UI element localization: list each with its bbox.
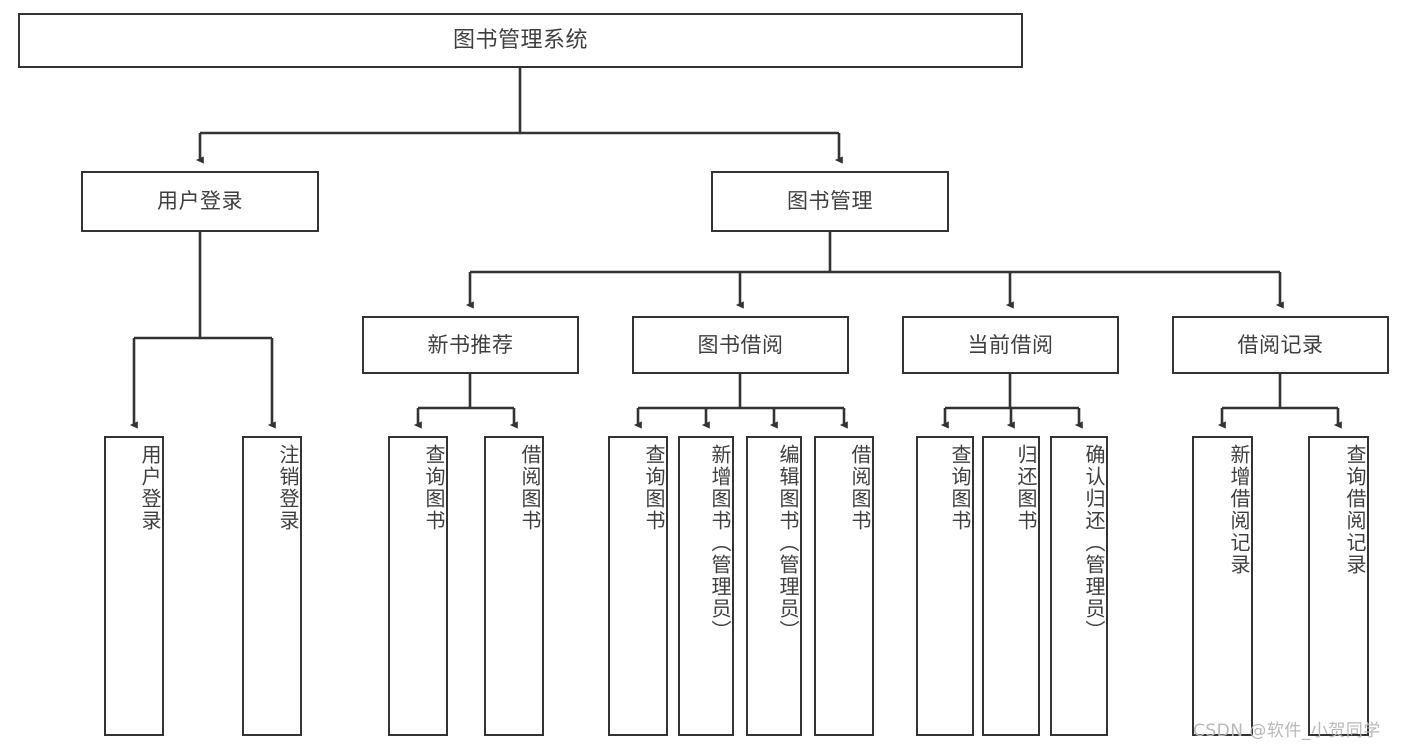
node-borrow-record[interactable]: 借阅记录 [1172,316,1389,374]
leaf-borrow-book-1[interactable]: 借阅图书 [484,436,544,736]
leaf-query-book-1[interactable]: 查询图书 [388,436,448,736]
leaf-return-book-label: 归还图书 [1014,444,1038,532]
node-root[interactable]: 图书管理系统 [18,13,1023,68]
leaf-confirm-return-label: 确认归还（管理员） [1082,444,1106,642]
leaf-logout-label: 注销登录 [276,444,300,532]
node-book-manage-label: 图书管理 [787,189,873,214]
node-book-borrow-label: 图书借阅 [697,332,784,357]
leaf-add-book-label: 新增图书（管理员） [708,444,732,642]
leaf-return-book[interactable]: 归还图书 [982,436,1040,736]
leaf-add-record-label: 新增借阅记录 [1227,444,1251,576]
leaf-user-login-label: 用户登录 [138,444,162,532]
leaf-user-login[interactable]: 用户登录 [104,436,164,736]
node-user-login-label: 用户登录 [157,189,243,214]
node-book-borrow[interactable]: 图书借阅 [632,316,849,374]
watermark-text: CSDN @软件_小贺同学 [1193,721,1381,741]
leaf-query-book-2[interactable]: 查询图书 [608,436,668,736]
leaf-borrow-book-2-label: 借阅图书 [848,444,872,532]
node-new-book-recommend-label: 新书推荐 [427,332,514,357]
leaf-borrow-book-2[interactable]: 借阅图书 [814,436,874,736]
leaf-query-book-3-label: 查询图书 [948,444,972,532]
leaf-query-record-label: 查询借阅记录 [1343,444,1367,576]
leaf-query-book-1-label: 查询图书 [422,444,446,532]
node-current-borrow[interactable]: 当前借阅 [902,316,1119,374]
leaf-query-record[interactable]: 查询借阅记录 [1308,436,1369,736]
leaf-borrow-book-1-label: 借阅图书 [518,444,542,532]
leaf-edit-book[interactable]: 编辑图书（管理员） [746,436,802,736]
leaf-edit-book-label: 编辑图书（管理员） [776,444,800,642]
node-book-manage[interactable]: 图书管理 [711,171,949,232]
node-borrow-record-label: 借阅记录 [1237,332,1324,357]
leaf-add-record[interactable]: 新增借阅记录 [1192,436,1253,736]
node-current-borrow-label: 当前借阅 [967,332,1054,357]
leaf-query-book-3[interactable]: 查询图书 [916,436,974,736]
leaf-confirm-return[interactable]: 确认归还（管理员） [1050,436,1108,736]
node-root-label: 图书管理系统 [452,27,588,53]
leaf-query-book-2-label: 查询图书 [642,444,666,532]
node-user-login[interactable]: 用户登录 [81,171,319,232]
node-new-book-recommend[interactable]: 新书推荐 [362,316,579,374]
leaf-logout[interactable]: 注销登录 [242,436,302,736]
leaf-add-book[interactable]: 新增图书（管理员） [678,436,734,736]
